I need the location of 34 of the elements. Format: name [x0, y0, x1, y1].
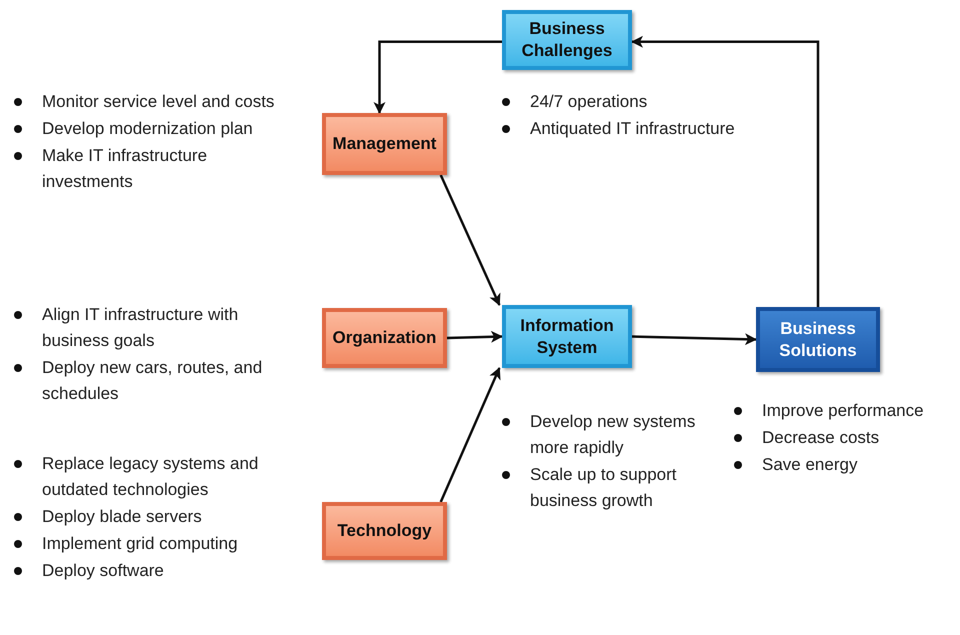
box-label: Information System — [519, 314, 615, 358]
bullet-text: Deploy new cars, routes, and schedules — [42, 357, 264, 405]
box-label: Technology — [337, 520, 432, 542]
bullet-text: Antiquated IT infrastructure — [530, 118, 735, 140]
bullet-text: Develop modernization plan — [42, 118, 253, 140]
bullet-text: Replace legacy systems and outdated technologies — [42, 453, 260, 501]
bullet-text: Scale up to support business growth — [530, 464, 678, 512]
process-box — [502, 305, 632, 368]
bullet-text: Deploy blade servers — [42, 506, 202, 528]
box-label: Business Challenges — [520, 18, 614, 62]
bullet-text: Decrease costs — [762, 427, 880, 449]
arrow — [446, 330, 503, 343]
process-box — [322, 308, 447, 368]
process-box — [322, 502, 447, 560]
arrow — [374, 40, 502, 114]
bullet-text: Save energy — [762, 454, 858, 476]
bullet-text: Make IT infrastructure investments — [42, 145, 208, 193]
process-box — [502, 10, 632, 70]
bullet-text: Improve performance — [762, 400, 924, 422]
box-label: Organization — [332, 327, 436, 349]
box-label: Business Solutions — [778, 318, 858, 362]
bullet-text: 24/7 operations — [530, 91, 648, 113]
process-box — [322, 113, 447, 175]
bullet-text: Deploy software — [42, 560, 164, 582]
bullet-text: Implement grid computing — [42, 533, 238, 555]
bullet-text: Align IT infrastructure with business goals — [42, 304, 240, 352]
box-label: Management — [332, 133, 436, 155]
arrow — [631, 36, 820, 307]
arrow — [632, 333, 757, 346]
bullet-text: Monitor service level and costs — [42, 91, 274, 113]
process-box — [756, 307, 880, 372]
arrow — [440, 367, 501, 502]
arrow — [440, 174, 501, 306]
bullet-text: Develop new systems more rapidly — [530, 411, 696, 459]
